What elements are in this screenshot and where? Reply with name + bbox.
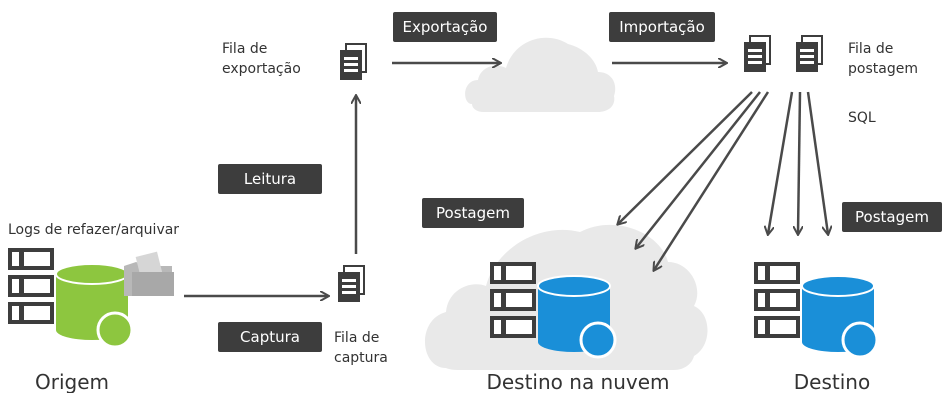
title-destino: Destino <box>794 370 870 393</box>
destino-nuvem-server-icon <box>490 262 536 338</box>
fila-postagem-icon-a <box>743 35 771 73</box>
tag-exportacao: Exportação <box>393 12 497 42</box>
title-destino-nuvem: Destino na nuvem <box>486 370 669 393</box>
sql-label: SQL <box>848 110 876 126</box>
fila-postagem-icon-b <box>795 35 823 73</box>
tag-leitura-label: Leitura <box>244 170 296 188</box>
tag-captura: Captura <box>218 322 322 352</box>
flow-arrows <box>184 63 828 296</box>
arrow-postagem-destino-2 <box>798 91 800 234</box>
tag-importacao-label: Importação <box>619 18 705 36</box>
tag-postagem-destino: Postagem <box>842 202 942 232</box>
logs-label: Logs de refazer/arquivar <box>8 222 179 238</box>
fila-captura-label-line2: captura <box>334 350 388 366</box>
arrow-postagem-nuvem-2 <box>636 91 761 248</box>
arrow-postagem-nuvem-3 <box>654 91 770 270</box>
tag-leitura: Leitura <box>218 164 322 194</box>
tag-exportacao-label: Exportação <box>403 18 488 36</box>
fila-captura-label-line1: Fila de <box>334 330 379 346</box>
archive-folder-icon <box>124 251 174 296</box>
fila-captura-icon <box>337 265 365 303</box>
title-origem: Origem <box>35 370 109 393</box>
fila-postagem-label-line1: Fila de <box>848 41 893 57</box>
arrow-postagem-nuvem-1 <box>618 91 753 224</box>
tag-postagem-nuvem-label: Postagem <box>436 204 510 222</box>
fila-exportacao-label-line2: exportação <box>222 61 301 77</box>
destino-nuvem-database-icon <box>537 275 617 359</box>
arrow-postagem-destino-3 <box>806 91 828 234</box>
arrow-postagem-destino-1 <box>768 91 794 234</box>
destino-server-icon <box>754 262 800 338</box>
tag-captura-label: Captura <box>240 328 300 346</box>
origem-server-icon <box>8 248 54 324</box>
fila-postagem-label-line2: postagem <box>848 61 918 77</box>
tag-importacao: Importação <box>609 12 715 42</box>
origem-database-icon <box>55 263 134 349</box>
tag-postagem-nuvem: Postagem <box>422 198 524 228</box>
fila-exportacao-label-line1: Fila de <box>222 41 267 57</box>
cloud-top <box>465 37 616 112</box>
tag-postagem-destino-label: Postagem <box>855 208 929 226</box>
fila-exportacao-icon <box>339 43 367 81</box>
destino-database-icon <box>801 275 879 359</box>
